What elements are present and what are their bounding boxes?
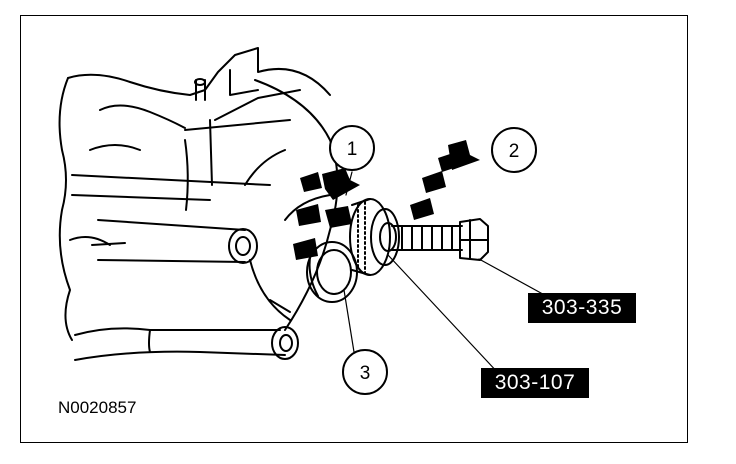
figure-code: N0020857	[58, 398, 137, 417]
callout-circle-3	[342, 349, 388, 395]
tool-label-303-335: 303-335	[528, 293, 636, 323]
removal-arrows	[293, 140, 480, 260]
callout-number-1: 1	[347, 139, 358, 160]
callout-circle-2	[491, 127, 537, 173]
transmission-housing	[58, 47, 339, 361]
callout-circle-1	[329, 125, 375, 171]
forcing-screw	[391, 218, 489, 261]
tool-label-303-107: 303-107	[481, 368, 589, 398]
arrow-set-1	[293, 168, 360, 260]
callout-number-2: 2	[509, 141, 520, 162]
arrow-set-2	[410, 140, 480, 220]
callout-number-3: 3	[360, 363, 371, 384]
remover-tool	[349, 198, 400, 276]
